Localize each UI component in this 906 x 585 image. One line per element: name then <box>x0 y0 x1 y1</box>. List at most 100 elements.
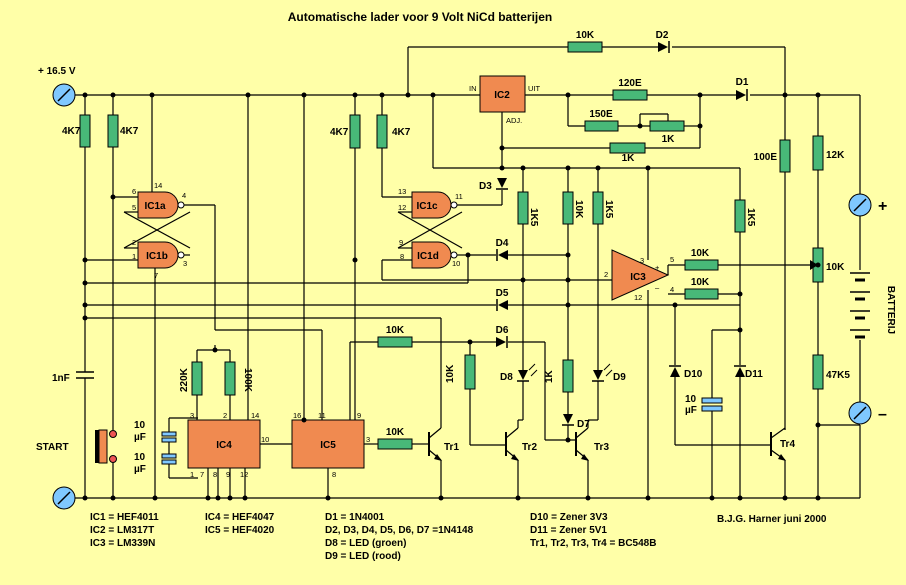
ic1b-label: IC1b <box>146 251 168 262</box>
zener-d10-label: D10 <box>684 369 703 380</box>
author-credit: B.J.G. Harner juni 2000 <box>717 514 827 525</box>
resistor-12k <box>812 135 824 171</box>
pin-12: 12 <box>398 203 406 212</box>
resistor-4k7-a <box>79 114 91 148</box>
potentiometer-100k-label: 100K <box>242 368 253 393</box>
ic5-block <box>291 419 365 469</box>
resistor-47k5-label: 47K5 <box>826 370 850 381</box>
resistor-4k7-b-label: 4K7 <box>120 126 139 137</box>
resistor-1k <box>609 142 646 154</box>
zener-d10 <box>669 365 681 377</box>
diode-d5 <box>496 299 508 311</box>
resistor-1k5-c-label: 1K5 <box>745 208 756 227</box>
resistor-4k7-d-label: 4K7 <box>392 127 411 138</box>
supply-voltage-label: + 16.5 V <box>38 66 76 77</box>
capacitor-10uf-b-value: 10 <box>134 452 146 463</box>
pin-10: 10 <box>452 259 460 268</box>
ic4-pin-12: 12 <box>240 470 248 479</box>
pin-8: 8 <box>400 252 404 261</box>
resistor-4k7-b <box>107 114 119 148</box>
legend-d2-d7: D2, D3, D4, D5, D6, D7 =1N4148 <box>325 525 474 536</box>
transistor-tr1-label: Tr1 <box>444 442 459 453</box>
zener-d11-label: D11 <box>745 369 763 380</box>
legend-d8: D8 = LED (groen) <box>325 538 406 549</box>
led-d9 <box>592 363 613 382</box>
ic4-pin-14: 14 <box>251 411 259 420</box>
legend-d11: D11 = Zener 5V1 <box>530 525 607 536</box>
legend-ic5: IC5 = HEF4020 <box>205 525 275 536</box>
pin-9: 9 <box>399 238 403 247</box>
ic4-pin-9: 9 <box>226 470 230 479</box>
ic3-plus-sign: + <box>655 263 660 272</box>
resistor-1k-d7-label: 1K <box>544 369 555 383</box>
pin-2: 2 <box>132 238 136 247</box>
resistor-1k-label: 1K <box>622 153 636 164</box>
resistor-10k-ic3-b-label: 10K <box>691 277 710 288</box>
diode-d1-label: D1 <box>736 77 749 88</box>
legend-d10: D10 = Zener 3V3 <box>530 512 608 523</box>
diode-d4 <box>496 249 508 261</box>
ic1a-label: IC1a <box>144 201 166 212</box>
resistor-10k-tr2 <box>464 354 476 390</box>
capacitor-10uf-c-value: 10 <box>685 394 697 405</box>
resistor-10k-top-label: 10K <box>576 30 595 41</box>
ic4-pin-2: 2 <box>223 411 227 420</box>
capacitor-10uf-a-unit: µF <box>134 432 146 443</box>
resistor-1k5-a <box>517 191 529 225</box>
resistor-150e-label: 150E <box>589 109 613 120</box>
resistor-10k-d6 <box>377 336 413 348</box>
resistor-4k7-c <box>349 114 361 149</box>
battery-symbol <box>850 216 870 402</box>
legend-d9: D9 = LED (rood) <box>325 551 401 562</box>
ic3-pin-4: 4 <box>670 285 674 294</box>
start-button[interactable] <box>95 429 117 464</box>
transistor-tr4 <box>770 427 786 498</box>
battery-minus-sign: – <box>878 406 887 423</box>
resistor-1k5-b-label: 1K5 <box>603 200 614 219</box>
legend-ic1: IC1 = HEF4011 <box>90 512 159 523</box>
legend-d1: D1 = 1N4001 <box>325 512 385 523</box>
ic2-in-pin: IN <box>469 84 477 93</box>
capacitor-10uf-b-unit: µF <box>134 464 146 475</box>
transistor-tr1 <box>428 420 442 498</box>
resistor-4k7-d <box>376 114 388 149</box>
resistor-4k7-c-label: 4K7 <box>330 127 349 138</box>
pin-1: 1 <box>132 252 136 261</box>
zener-d11 <box>734 365 746 377</box>
resistor-1k-d7 <box>562 359 574 393</box>
ic4-pin-10: 10 <box>261 435 269 444</box>
resistor-100e <box>779 139 791 173</box>
resistor-220k-label: 220K <box>179 367 190 392</box>
diode-d2 <box>658 41 670 53</box>
ic2-label: IC2 <box>494 90 510 101</box>
legend-transistors: Tr1, Tr2, Tr3, Tr4 = BC548B <box>530 538 656 549</box>
transistor-tr3 <box>575 419 598 498</box>
led-d8-label: D8 <box>500 372 513 383</box>
ic5-pin-8: 8 <box>332 470 336 479</box>
plus-terminal <box>52 83 76 107</box>
capacitor-10uf-a-value: 10 <box>134 420 146 431</box>
resistor-4k7-a-label: 4K7 <box>62 126 81 137</box>
capacitor-10uf-c <box>701 405 723 412</box>
capacitor-1nf-label: 1nF <box>52 373 70 384</box>
battery-plus-terminal <box>848 193 872 217</box>
legend-ic2: IC2 = LM317T <box>90 525 154 536</box>
capacitor-10uf-b <box>161 453 177 459</box>
resistor-1k5-b <box>592 191 604 225</box>
ic4-pin-1: 1 <box>190 470 194 479</box>
junction-dots <box>82 92 821 501</box>
potentiometer-100k <box>224 361 236 396</box>
led-d9-label: D9 <box>613 372 626 383</box>
resistor-100e-label: 100E <box>754 152 778 163</box>
legend-ic4: IC4 = HEF4047 <box>205 512 275 523</box>
resistor-47k5 <box>812 354 824 390</box>
resistor-120e-label: 120E <box>618 78 642 89</box>
ic3-pin-2: 2 <box>604 270 608 279</box>
ic5-pin-3: 3 <box>366 435 370 444</box>
pin-11: 11 <box>455 192 463 201</box>
resistor-1k5-c <box>734 199 746 233</box>
ic3-pin-5: 5 <box>670 255 674 264</box>
diode-d7-label: D7 <box>577 419 590 430</box>
diode-d2-label: D2 <box>656 30 669 41</box>
